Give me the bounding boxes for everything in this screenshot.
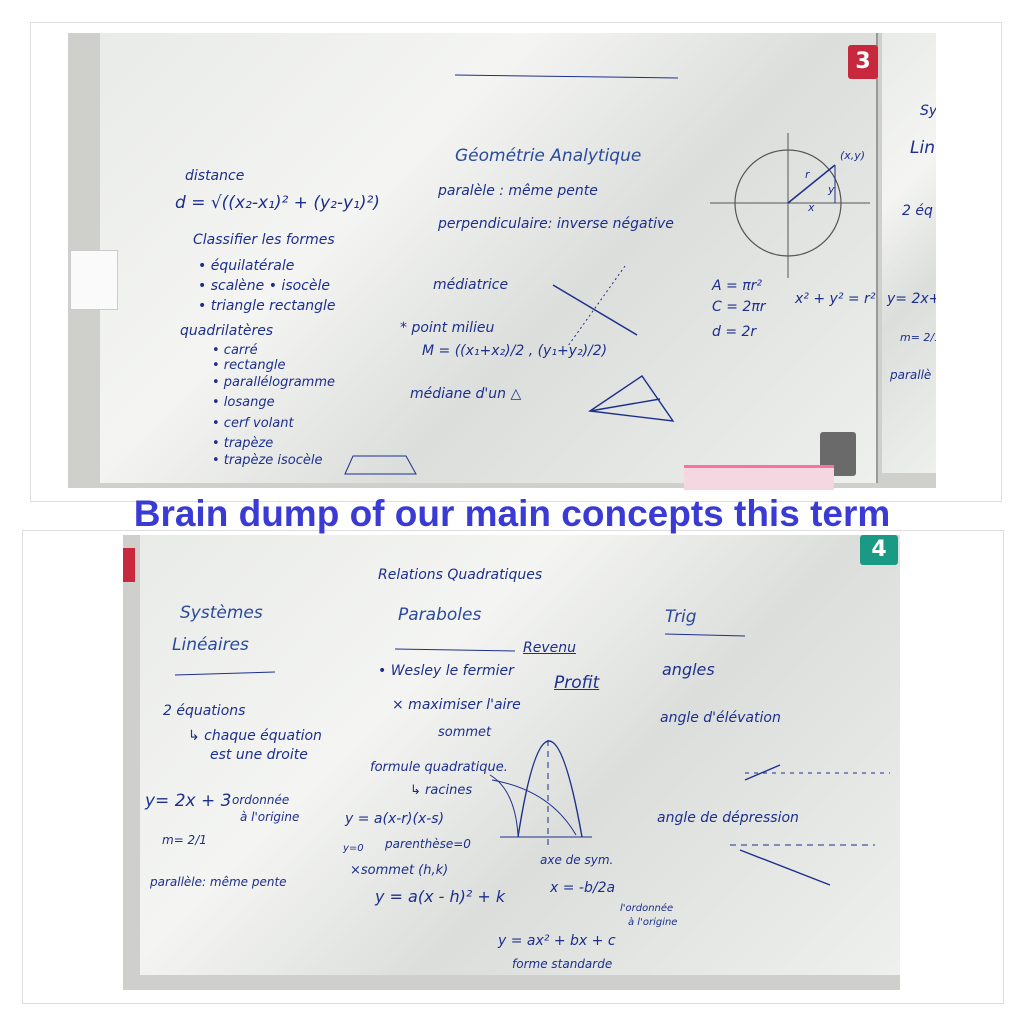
top-right-board-edge: Sy Lin 2 éq y= 2x+ m= 2/1 parallè [882,33,936,473]
droite-text: est une droite [210,747,308,763]
circumference-formula: C = 2πr [712,299,766,315]
ordonnee-text: ordonnée [232,793,290,807]
collage-caption: Brain dump of our main concepts this ter… [133,493,891,534]
chaque-equation: ↳ chaque équation [188,728,322,744]
slope-text: m= 2/1 [162,833,207,847]
circle-point-label: (x,y) [840,149,866,162]
parallele-text: paralèle : même pente [438,183,598,199]
formule-text: formule quadratique. [370,760,508,775]
perpendicular-bisector [567,265,626,347]
profit-label: Profit [554,673,600,693]
axe-text: axe de sym. [540,853,614,867]
area-formula: A = πr² [712,278,763,294]
paper-stack [684,465,834,490]
distance-formula: d = √((x₂-x₁)² + (y₂-y₁)²) [175,193,380,213]
sommet-text: sommet [438,725,492,740]
quadrilateres-label: quadrilatères [180,323,274,339]
vertex-form: y = a(x - h)² + k [375,887,506,906]
sommet-hk-text: ×sommet (h,k) [350,863,449,878]
radius-label: r [805,168,810,181]
bottom-whiteboard: Relations Quadratiques Paraboles Système… [140,535,900,975]
edge-text: 2 éq [902,203,933,219]
top-board-drawings [344,33,878,483]
y-label: y [828,183,835,196]
circle-equation: x² + y² = r² [795,291,876,307]
lineaires-title: Linéaires [172,635,249,655]
axe-formula: x = -b/2a [550,880,616,896]
midpoint-formula: M = ((x₁+x₂)/2 , (y₁+y₂)/2) [422,343,608,359]
triangle-item: • scalène • isocèle [198,278,330,294]
quad-item: • rectangle [212,358,286,373]
maximiser-text: × maximiser l'aire [392,697,521,713]
title-geometrie: Géométrie Analytique [455,146,642,166]
relations-title: Relations Quadratiques [378,567,543,583]
lordonnee-text: l'ordonnée [620,903,674,914]
quad-item: • losange [212,395,275,410]
depression-line [739,849,831,886]
trig-title: Trig [665,607,697,627]
classifier-label: Classifier les formes [193,232,335,248]
quad-item: • carré [212,343,258,358]
top-whiteboard: Géométrie Analytique paralèle : même pen… [100,33,878,483]
y0-text: y=0 [343,843,364,854]
depression-text: angle de dépression [657,810,799,826]
quad-item: • cerf volant [212,416,294,431]
quad-item: • trapèze isocèle [212,453,323,468]
origine-text: à l'origine [240,810,300,824]
parabola [517,740,583,838]
quad-item: • trapèze [212,436,274,451]
edge-text: m= 2/1 [900,331,936,344]
paraboles-title: Paraboles [398,605,482,625]
parallele-text: parallèle: même pente [150,875,287,889]
bottom-board-drawings [174,633,890,886]
revenu-label: Revenu [523,640,576,656]
edge-text: Sy [920,103,936,119]
triangle-item: • triangle rectangle [198,298,336,314]
elevation-line [744,764,781,781]
racines-text: ↳ racines [410,783,473,798]
triangle-item: • équilatérale [198,258,295,274]
point-milieu-label: * point milieu [400,320,495,336]
edge-text: parallè [890,368,932,382]
mediane-label: médiane d'un △ [410,386,522,402]
wesley-text: • Wesley le fermier [378,663,514,679]
line-equation: y= 2x + 3 [145,791,232,811]
board-edge-red-badge [123,548,135,582]
edge-text: Lin [910,138,935,158]
board-number-badge: 3 [848,45,878,79]
trapezoid-sketch [344,455,417,475]
perpendiculaire-text: perpendiculaire: inverse négative [438,216,674,232]
alorigine-text: à l'origine [628,917,678,928]
triangle-mediane [588,375,675,422]
parenthese-text: parenthèse=0 [385,837,471,851]
quad-item: • parallélogramme [212,375,336,390]
standard-form: y = ax² + bx + c [498,933,616,949]
diameter-formula: d = 2r [712,324,757,340]
paper-notice [70,250,118,310]
segment-mediatrice [552,284,638,336]
elevation-text: angle d'élévation [660,710,781,726]
forme-standard-text: forme standarde [512,957,613,971]
mediatrice-label: médiatrice [433,277,509,293]
systemes-title: Systèmes [180,603,263,623]
edge-text: y= 2x+ [887,291,936,307]
factored-form: y = a(x-r)(x-s) [345,811,445,827]
angles-text: angles [662,660,715,679]
bottom-photo-frame [22,530,1004,1004]
top-photo-frame [30,22,1002,502]
x-label: x [808,201,815,214]
deux-equations: 2 équations [163,703,246,719]
board-number-badge: 4 [860,535,898,565]
distance-label: distance [185,168,245,184]
